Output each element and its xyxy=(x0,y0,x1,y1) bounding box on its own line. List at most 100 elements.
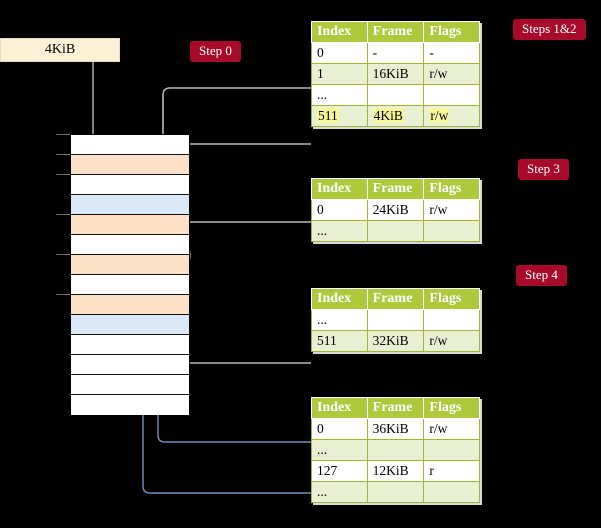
table-row: ... xyxy=(311,220,480,242)
table-cell xyxy=(366,220,425,242)
memory-frame-row xyxy=(71,295,189,315)
column-header-flags: Flags xyxy=(423,178,480,200)
highlighted-value: 511 xyxy=(317,108,339,123)
memory-frame-row xyxy=(71,135,189,155)
wire-step3 xyxy=(182,221,311,259)
memory-frame-row xyxy=(71,235,189,255)
table-row: ... xyxy=(311,439,480,461)
column-header-index: Index xyxy=(311,288,368,310)
memory-tick xyxy=(56,174,70,175)
memory-frame-row xyxy=(71,275,189,295)
memory-frame-row xyxy=(71,355,189,375)
table-cell: ... xyxy=(311,84,368,106)
table-cell: ... xyxy=(311,481,368,503)
table-cell: 511 xyxy=(311,330,368,352)
table-cell xyxy=(423,220,480,242)
table-cell xyxy=(423,439,480,461)
table-cell: 16KiB xyxy=(366,63,425,85)
memory-frame-row xyxy=(71,375,189,395)
table-cell: 36KiB xyxy=(366,418,425,440)
table-cell: 0 xyxy=(311,42,368,64)
badge-step-3: Step 3 xyxy=(518,159,569,181)
table-cell xyxy=(366,481,425,503)
table-cell: 0 xyxy=(311,199,368,221)
table-row: 0-- xyxy=(311,42,480,64)
table-cell: 4KiB xyxy=(366,105,425,127)
memory-tick xyxy=(56,134,70,135)
table-cell: 0 xyxy=(311,418,368,440)
memory-frame-row xyxy=(71,395,189,415)
table-cell xyxy=(366,439,425,461)
badge-step-0: Step 0 xyxy=(190,41,241,63)
source-page-box: 4KiB xyxy=(0,38,120,62)
table-cell: ... xyxy=(311,309,368,331)
table-cell: r/w xyxy=(423,63,480,85)
table-row: ... xyxy=(311,481,480,503)
badge-steps-1-and-2: Steps 1&2 xyxy=(513,19,586,41)
table-cell xyxy=(423,481,480,503)
table-cell: 32KiB xyxy=(366,330,425,352)
highlighted-value: r/w xyxy=(429,108,450,123)
table-cell: ... xyxy=(311,439,368,461)
column-header-frame: Frame xyxy=(366,21,425,43)
table-row: ... xyxy=(311,84,480,106)
memory-frame-row xyxy=(71,175,189,195)
column-header-flags: Flags xyxy=(423,397,480,419)
table-cell: r/w xyxy=(423,105,480,127)
table-cell xyxy=(366,309,425,331)
badge-step-4: Step 4 xyxy=(516,265,567,287)
physical-memory-column xyxy=(70,134,190,415)
table-row: ... xyxy=(311,309,480,331)
memory-frame-row xyxy=(71,215,189,235)
column-header-index: Index xyxy=(311,397,368,419)
memory-tick xyxy=(56,154,70,155)
wire-step4-gray xyxy=(170,308,311,364)
table-cell: 12KiB xyxy=(366,460,425,482)
table-cell: r/w xyxy=(423,330,480,352)
table-cell xyxy=(423,309,480,331)
column-header-index: Index xyxy=(311,178,368,200)
memory-frame-row xyxy=(71,335,189,355)
table-cell xyxy=(366,84,425,106)
column-header-index: Index xyxy=(311,21,368,43)
table-cell: 24KiB xyxy=(366,199,425,221)
table-cell: - xyxy=(366,42,425,64)
table-row: 511 4KiB r/w xyxy=(311,105,480,127)
table-cell: 511 xyxy=(311,105,368,127)
memory-frame-row xyxy=(71,255,189,275)
memory-frame-row xyxy=(71,155,189,175)
table-cell: ... xyxy=(311,220,368,242)
source-page-label: 4KiB xyxy=(44,42,76,57)
highlighted-value: 4KiB xyxy=(372,108,404,123)
table-cell: 1 xyxy=(311,63,368,85)
memory-tick xyxy=(56,294,70,295)
memory-tick xyxy=(56,214,70,215)
table-cell: r xyxy=(423,460,480,482)
memory-tick xyxy=(56,254,70,255)
column-header-flags: Flags xyxy=(423,288,480,310)
table-cell: 127 xyxy=(311,460,368,482)
column-header-frame: Frame xyxy=(366,397,425,419)
column-header-frame: Frame xyxy=(366,178,425,200)
table-cell xyxy=(423,84,480,106)
table-cell: r/w xyxy=(423,199,480,221)
memory-frame-row xyxy=(71,315,189,335)
memory-frame-row xyxy=(71,195,189,215)
table-cell: r/w xyxy=(423,418,480,440)
table-cell: - xyxy=(423,42,480,64)
column-header-frame: Frame xyxy=(366,288,425,310)
